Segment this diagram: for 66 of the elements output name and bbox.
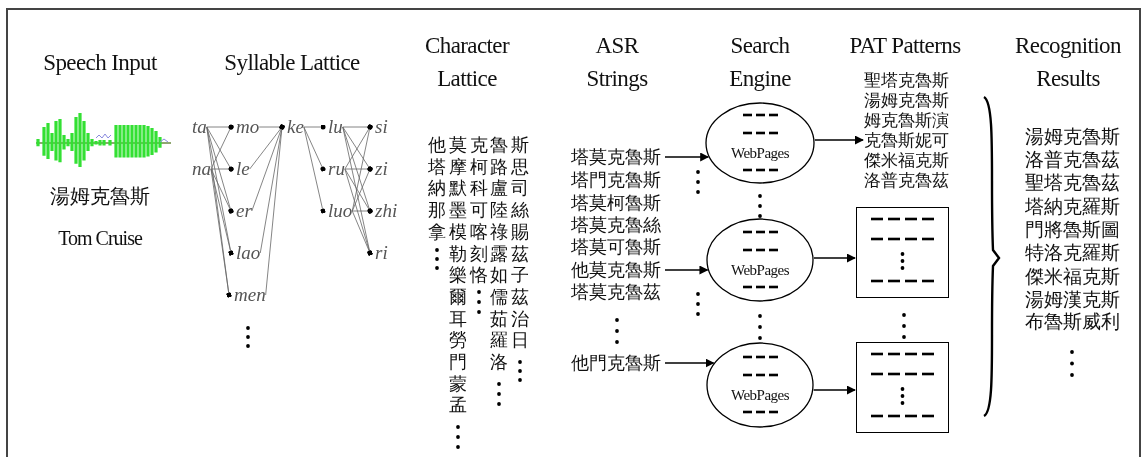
result-text: 特洛克羅斯	[1023, 241, 1121, 264]
pattern-text: 聖塔克魯斯	[864, 70, 949, 90]
column-heading: Syllable Lattice	[223, 49, 361, 77]
arrow	[664, 265, 709, 275]
result-text: 洛普克魯茲	[1023, 148, 1121, 171]
syllable: mo	[230, 117, 260, 137]
column-heading: Speech Input	[42, 49, 158, 77]
arrow	[664, 358, 715, 368]
result-text: 塔納克羅斯	[1023, 195, 1121, 218]
webpages-ellipse	[705, 102, 815, 184]
english-name: Tom Cruise	[57, 226, 144, 251]
character-column: 斯思司絲賜茲子茲治日	[511, 134, 529, 352]
webpages-ellipse	[706, 342, 814, 428]
syllable: men	[228, 285, 266, 305]
column-heading: Character Lattice	[424, 32, 511, 93]
node-label: WebPages	[729, 386, 791, 404]
character-column: 魯路盧陸祿露如儒茹羅洛	[490, 134, 508, 373]
syllable: zhi	[369, 201, 398, 221]
pattern-box	[856, 342, 949, 433]
syllable: er	[230, 201, 252, 221]
result-text: 傑米福克斯	[1023, 265, 1121, 288]
syllable: ru	[322, 159, 345, 179]
character-column: 他塔納那拿	[428, 134, 446, 243]
asr-string: 塔莫克魯斯	[571, 146, 661, 168]
result-text: 湯姆漢克斯	[1023, 288, 1121, 311]
asr-string: 塔莫克魯絲	[571, 214, 662, 236]
column-heading: ASR Strings	[585, 32, 649, 93]
syllable: luo	[322, 201, 353, 221]
result-text: 布魯斯威利	[1023, 310, 1121, 333]
webpages-ellipse	[706, 218, 814, 302]
node-label: WebPages	[729, 144, 791, 162]
pattern-box	[856, 207, 949, 298]
asr-string: 塔莫柯魯斯	[571, 192, 662, 214]
column-heading: Search Engine	[728, 32, 792, 93]
result-text: 門將魯斯圖	[1023, 218, 1121, 241]
syllable: le	[230, 159, 250, 179]
arrow	[812, 385, 856, 395]
asr-string: 塔莫克魯茲	[571, 281, 662, 303]
column-heading: PAT Patterns	[848, 32, 962, 60]
arrow	[664, 152, 710, 162]
arrow	[813, 253, 856, 263]
result-text: 湯姆克魯斯	[1023, 125, 1121, 148]
arrow	[814, 135, 864, 145]
syllable: zi	[369, 159, 388, 179]
pattern-text: 克魯斯妮可	[864, 130, 949, 150]
pattern-text: 傑米福克斯	[864, 150, 949, 170]
chinese-name: 湯姆克魯斯	[49, 183, 151, 209]
syllable: na	[192, 159, 211, 179]
pattern-text: 姆克魯斯演	[864, 110, 949, 130]
pattern-text: 洛普克魯茲	[864, 170, 949, 190]
syllable: lao	[230, 243, 261, 263]
syllable: ke	[281, 117, 304, 137]
syllable: lu	[322, 117, 343, 137]
result-text: 聖塔克魯茲	[1023, 171, 1121, 194]
asr-string: 他門克魯斯	[571, 352, 661, 374]
asr-string: 塔莫可魯斯	[571, 236, 662, 258]
character-column: 克柯科可喀刻恪	[470, 134, 488, 286]
syllable: ta	[192, 117, 207, 137]
asr-string: 他莫克魯斯	[571, 259, 661, 281]
asr-string: 塔門克魯斯	[571, 169, 662, 191]
syllable: ri	[369, 243, 388, 263]
syllable: si	[369, 117, 388, 137]
pattern-text: 湯姆克魯斯	[864, 90, 949, 110]
column-heading: Recognition Results	[1014, 32, 1122, 93]
character-column: 莫摩默墨模勒樂爾耳勞門蒙孟	[449, 134, 467, 417]
node-label: WebPages	[729, 261, 791, 279]
